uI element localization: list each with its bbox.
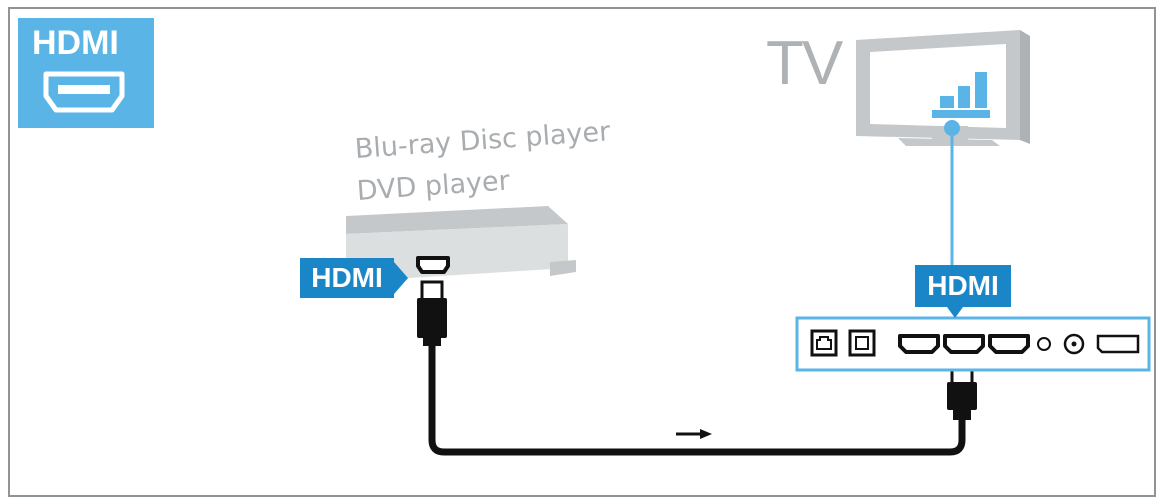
player-hdmi-port xyxy=(416,256,450,274)
tag-pointer-left xyxy=(394,262,408,294)
tv-link-line xyxy=(944,120,960,268)
hdmi-badge-label: HDMI xyxy=(32,24,119,62)
tv-label: TV xyxy=(766,29,843,98)
tv-connector-panel xyxy=(795,316,1151,372)
direction-arrow xyxy=(676,429,712,439)
player-device xyxy=(346,206,576,282)
hdmi-port-icon xyxy=(43,71,125,113)
player-hdmi-label: HDMI xyxy=(300,258,394,298)
tag-pointer-right xyxy=(947,307,963,318)
television-icon xyxy=(856,30,1030,146)
right-cable-plug xyxy=(947,364,977,420)
hdmi-badge: HDMI xyxy=(18,18,154,128)
left-cable-plug xyxy=(417,280,447,346)
hdmi-cable xyxy=(428,346,966,456)
tv-hdmi-label: HDMI xyxy=(915,265,1011,307)
tv-screen-bars xyxy=(932,72,990,118)
